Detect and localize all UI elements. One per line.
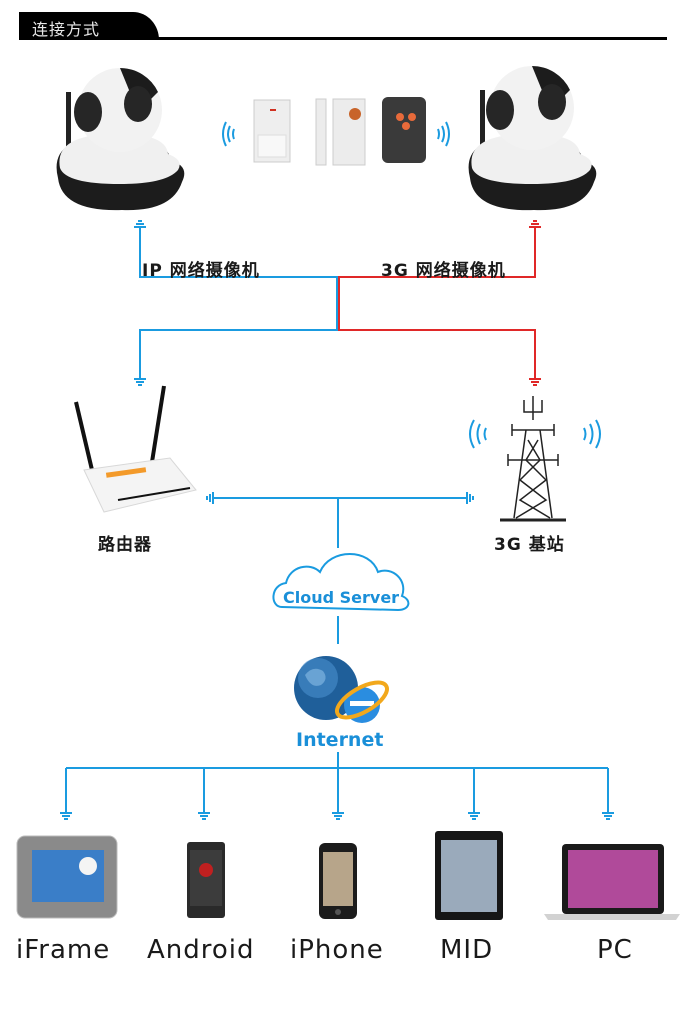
router-antenna-icon xyxy=(134,378,146,386)
router-icon xyxy=(74,385,197,513)
ip-camera-label: IP 网络摄像机 xyxy=(142,261,260,281)
device-label-mid: MID xyxy=(440,935,494,965)
mid-antenna-icon xyxy=(468,812,480,820)
iframe-device-icon xyxy=(16,835,118,919)
tower-label: 3G 基站 xyxy=(494,535,565,555)
wireless-waves-left-icon xyxy=(222,121,235,147)
tower-waves-right-icon xyxy=(583,419,601,449)
header-rule xyxy=(19,37,667,40)
cell-tower-icon xyxy=(500,396,566,522)
remote-control-icon xyxy=(382,97,426,163)
router-side-antenna-icon xyxy=(206,492,214,504)
device-label-pc: PC xyxy=(597,935,633,965)
cloud-server-label: Cloud Server xyxy=(283,588,400,607)
tower-antenna-icon xyxy=(529,378,541,386)
pc-antenna-icon xyxy=(602,812,614,820)
header-tab xyxy=(19,12,159,40)
3g-camera-antenna-icon xyxy=(529,220,541,228)
pc-laptop-icon xyxy=(544,844,680,920)
3g-camera-label: 3G 网络摄像机 xyxy=(381,261,506,281)
android-phone-icon xyxy=(187,842,225,918)
3g-camera-icon xyxy=(468,65,597,211)
door-sensor-icon xyxy=(315,98,366,166)
tower-waves-left-icon xyxy=(469,419,487,449)
iframe-antenna-icon xyxy=(60,812,72,820)
cloud-icon xyxy=(272,553,410,612)
tower-side-antenna-icon xyxy=(466,492,474,504)
header-title: 连接方式 xyxy=(32,20,101,39)
iphone-icon xyxy=(319,843,357,919)
router-label: 路由器 xyxy=(98,535,152,555)
device-label-android: Android xyxy=(147,935,255,965)
device-label-iphone: iPhone xyxy=(290,935,384,965)
internet-label: Internet xyxy=(296,729,384,751)
ip-camera-icon xyxy=(56,67,185,211)
wireless-waves-right-icon xyxy=(437,121,450,147)
ie-logo-icon xyxy=(335,680,389,723)
iphone-antenna-icon xyxy=(332,812,344,820)
device-label-iframe: iFrame xyxy=(16,935,111,965)
android-antenna-icon xyxy=(198,812,210,820)
ip-camera-line xyxy=(139,228,338,378)
3g-camera-line xyxy=(338,228,536,378)
mid-tablet-icon xyxy=(435,831,503,920)
ip-camera-antenna-icon xyxy=(134,220,146,228)
pir-sensor-icon xyxy=(253,99,291,163)
